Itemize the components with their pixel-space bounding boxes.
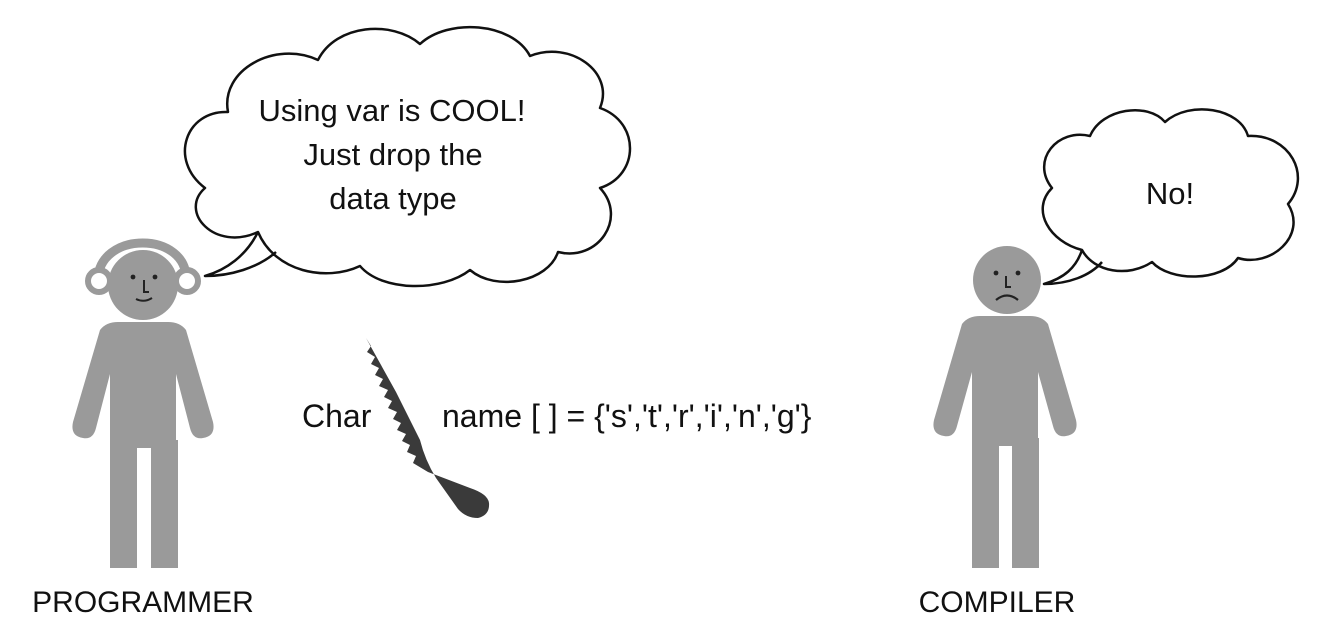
compiler-speech-line-1: No! xyxy=(1146,176,1194,211)
code-keyword: Char xyxy=(302,398,372,434)
programmer-leg-left xyxy=(110,440,137,568)
programmer-eye-right xyxy=(152,274,158,280)
speech-bubble-outline xyxy=(1041,108,1300,286)
programmer-speech-line-1: Using var is COOL! xyxy=(258,93,525,128)
programmer-speech-line-3: data type xyxy=(329,181,457,216)
compiler-mouth xyxy=(995,294,1019,301)
programmer-speech-line-2: Just drop the xyxy=(303,137,482,172)
programmer-leg-right xyxy=(151,440,178,568)
saw-icon xyxy=(366,338,490,518)
compiler-eye-left xyxy=(993,270,999,276)
compiler-leg-left xyxy=(972,438,999,568)
compiler-figure xyxy=(933,246,1077,568)
programmer-mouth xyxy=(135,297,153,302)
programmer-speech-bubble: Using var is COOL! Just drop the data ty… xyxy=(183,25,632,288)
compiler-eye-right xyxy=(1015,270,1021,276)
headphone-right-cup xyxy=(173,267,201,295)
headphone-left-cup xyxy=(85,267,113,295)
programmer-eye-left xyxy=(130,274,136,280)
compiler-label: COMPILER xyxy=(919,586,1076,619)
compiler-body xyxy=(933,316,1077,446)
programmer-nose xyxy=(143,280,149,293)
programmer-body xyxy=(72,322,214,448)
compiler-speech-bubble: No! xyxy=(1041,108,1300,286)
programmer-figure xyxy=(72,238,214,568)
compiler-nose xyxy=(1005,276,1011,288)
headphones-icon xyxy=(93,238,191,287)
programmer-label: PROGRAMMER xyxy=(32,586,254,619)
speech-bubble-outline xyxy=(183,25,632,288)
compiler-leg-right xyxy=(1012,438,1039,568)
saw-blade xyxy=(366,338,490,518)
code-declaration: name [ ] = {'s','t','r','i','n','g'} xyxy=(442,398,812,434)
